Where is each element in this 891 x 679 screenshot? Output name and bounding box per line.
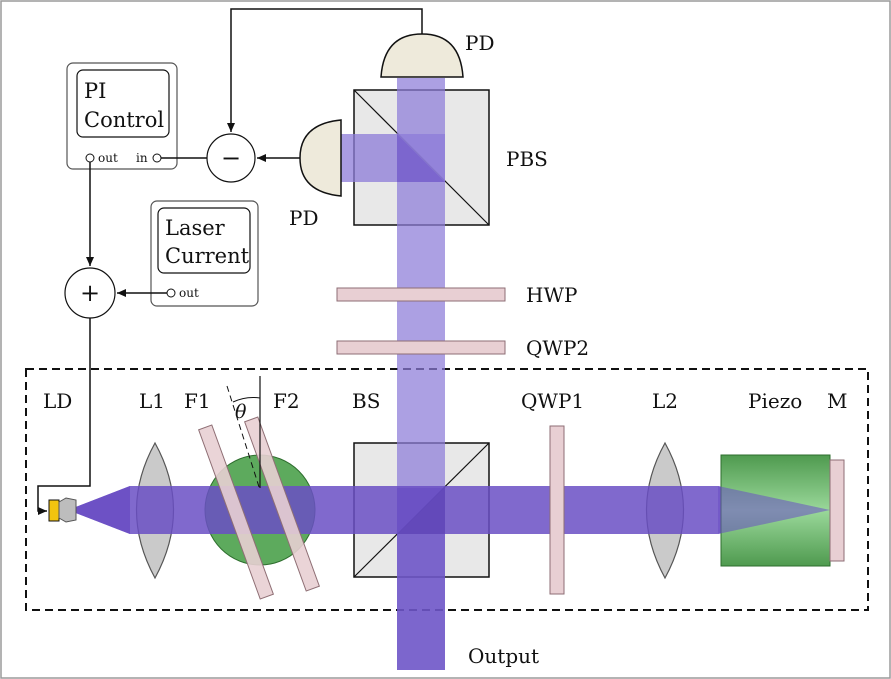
- laser-current-line1: Laser: [165, 216, 226, 240]
- qwp1-plate: [549, 425, 565, 595]
- label-output: Output: [468, 644, 539, 668]
- filter-f2: [243, 416, 321, 592]
- laser-diode-cap: [58, 497, 77, 523]
- label-bs: BS: [352, 389, 380, 413]
- wire-summer-to-diode: [37, 318, 91, 515]
- pd-top: [380, 33, 464, 78]
- label-qwp2: QWP2: [526, 336, 589, 360]
- laser-current-label-box: [157, 207, 251, 274]
- label-pbs: PBS: [506, 147, 548, 171]
- angle-arc: [232, 397, 261, 403]
- laser-current-out-port: [166, 288, 176, 298]
- label-l2: L2: [652, 389, 678, 413]
- filter-f1: [197, 424, 275, 600]
- label-pd-left: PD: [289, 206, 319, 230]
- pi-control-line2: Control: [84, 108, 164, 132]
- label-hwp: HWP: [526, 283, 577, 307]
- pbs-overlap: [397, 134, 445, 182]
- pi-in-label: in: [136, 151, 148, 165]
- laser-current-out-label: out: [179, 286, 199, 300]
- bs-overlap: [397, 486, 445, 534]
- wire-pd-top-to-subtractor: [227, 8, 423, 132]
- summer-sign: +: [80, 279, 100, 307]
- mirror-m: [829, 459, 845, 562]
- pi-out-label: out: [98, 151, 118, 165]
- qwp2-plate: [336, 340, 506, 355]
- label-l1: L1: [139, 389, 165, 413]
- laser-enclosure: [25, 368, 869, 611]
- label-f2: F2: [273, 389, 300, 413]
- piezo-beam: [718, 486, 830, 534]
- label-f1: F1: [184, 389, 211, 413]
- pd-left: [299, 119, 342, 197]
- label-pd-top: PD: [465, 31, 495, 55]
- pi-out-port: [85, 153, 95, 163]
- subtractor-sign: −: [221, 144, 241, 172]
- laser-diode: [48, 499, 60, 522]
- label-ld: LD: [43, 389, 72, 413]
- label-m: M: [827, 389, 847, 413]
- diode-cone: [68, 486, 130, 534]
- label-theta: θ: [235, 401, 247, 423]
- pi-control-line1: PI: [84, 79, 106, 103]
- cavity-beam: [68, 486, 830, 534]
- label-piezo: Piezo: [748, 389, 802, 413]
- laser-current-line2: Current: [165, 244, 250, 268]
- hwp-plate: [336, 287, 506, 302]
- tilt-line: [226, 385, 261, 491]
- pi-in-port: [152, 153, 162, 163]
- label-qwp1: QWP1: [521, 389, 584, 413]
- pi-control-label-box: [76, 69, 170, 138]
